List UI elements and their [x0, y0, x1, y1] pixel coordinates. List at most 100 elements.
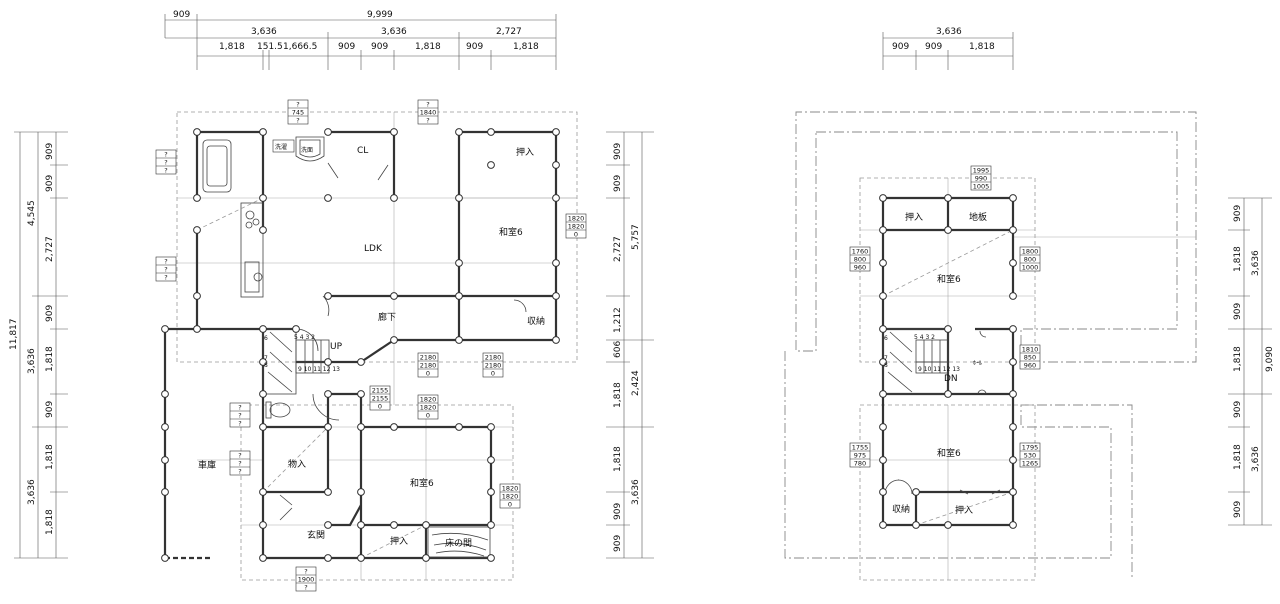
label-f2-shuno: 収納 — [892, 503, 910, 515]
post — [487, 554, 495, 562]
label-tokonoma: 床の間 — [445, 537, 472, 549]
post — [1009, 456, 1017, 464]
dim-top-row3-3: 1,666.5 — [283, 42, 317, 52]
dim-left-in-7: 1,818 — [45, 444, 55, 470]
label-up: UP — [330, 342, 343, 352]
size-box-value: ? — [296, 117, 299, 125]
dim-mid1-5: 606 — [613, 341, 623, 358]
dim-mid1-1: 909 — [613, 143, 623, 160]
post — [161, 488, 169, 496]
dim-top-row2-1: 3,636 — [251, 27, 277, 37]
post — [259, 358, 267, 366]
size-box-value: ? — [238, 460, 241, 468]
size-box — [417, 352, 439, 378]
post — [357, 521, 365, 529]
size-box-value: 1795 — [1022, 444, 1039, 452]
size-box-value: ? — [304, 568, 307, 576]
size-box-value: 1900 — [298, 576, 315, 584]
size-box-value: ? — [238, 468, 241, 476]
size-box-value: 850 — [1024, 354, 1036, 362]
size-box-value: ? — [164, 266, 167, 274]
size-box — [295, 566, 317, 592]
post — [879, 259, 887, 267]
dim-left-mid-3: 3,636 — [27, 479, 37, 505]
post — [912, 521, 920, 529]
dim-top-right-1: 909 — [892, 42, 909, 52]
size-box-value: 1005 — [973, 183, 990, 191]
post — [879, 194, 887, 202]
post — [259, 194, 267, 202]
dim-top-909: 909 — [173, 10, 190, 20]
post — [161, 325, 169, 333]
post — [324, 423, 332, 431]
size-box — [1019, 442, 1041, 468]
post — [324, 488, 332, 496]
post — [487, 456, 495, 464]
size-box-value: 530 — [1024, 452, 1036, 460]
post — [879, 456, 887, 464]
size-box-value: 1820 — [420, 404, 437, 412]
dim-right1-7: 909 — [1233, 501, 1243, 518]
size-box-value: ? — [304, 584, 307, 592]
post — [879, 358, 887, 366]
size-box-value: 1810 — [1022, 346, 1039, 354]
post — [1009, 358, 1017, 366]
post — [944, 226, 952, 234]
post — [455, 259, 463, 267]
size-box-value: 2180 — [485, 354, 502, 362]
second-floor-posts — [879, 194, 1017, 529]
post — [259, 554, 267, 562]
dim-top-row3-1: 1,818 — [219, 42, 245, 52]
label-f2-oshiire2: 押入 — [955, 504, 973, 516]
label-ldk: LDK — [364, 244, 383, 254]
size-box — [155, 149, 177, 175]
dim-left-in-6: 909 — [45, 401, 55, 418]
post — [944, 390, 952, 398]
post — [487, 423, 495, 431]
post — [487, 128, 495, 136]
post — [357, 554, 365, 562]
dim-top-row3-7: 909 — [466, 42, 483, 52]
post — [1009, 292, 1017, 300]
size-box-value: 1840 — [420, 109, 437, 117]
size-box-value: 1820 — [568, 215, 585, 223]
post — [422, 521, 430, 529]
post — [292, 325, 300, 333]
dim-top-right-total: 3,636 — [936, 27, 962, 37]
dim-left-in-5: 1,818 — [45, 346, 55, 372]
stair-left1-f1: 6 — [264, 335, 268, 342]
dim-top-row3-2: 151.5 — [257, 42, 283, 52]
top-right-dimension-lines — [882, 32, 1014, 70]
stair-left3-f2: 8 — [884, 362, 888, 369]
post — [1009, 226, 1017, 234]
size-box — [1019, 344, 1041, 370]
dim-left-outer: 11,817 — [9, 319, 19, 351]
size-box-value: 0 — [426, 412, 430, 420]
window-size-boxes: ?745??1840???????18201820021802180021802… — [155, 99, 1041, 592]
size-box-value: 2155 — [372, 387, 389, 395]
stair-bottom-f1: 9 10 11 12 13 — [298, 366, 340, 373]
post — [1009, 521, 1017, 529]
size-box-value: ? — [164, 274, 167, 282]
size-box-value: 1820 — [502, 485, 519, 493]
label-cl: CL — [357, 146, 368, 156]
size-box-value: ? — [238, 452, 241, 460]
dim-top-row3-4: 909 — [338, 42, 355, 52]
size-box-value: 1755 — [852, 444, 869, 452]
post — [324, 521, 332, 529]
post — [161, 456, 169, 464]
first-floor-room-labels: 洗濯 洗面 CL 押入 LDK 和室6 廊下 収納 UP 車庫 物入 和室6 玄… — [198, 139, 545, 549]
dim-right2-1: 3,636 — [1251, 250, 1261, 276]
post — [259, 325, 267, 333]
post — [879, 226, 887, 234]
post — [259, 226, 267, 234]
mid-dimension-texts: 909 909 2,727 1,212 606 1,818 1,818 909 … — [613, 143, 641, 552]
dim-top-right-2: 909 — [925, 42, 942, 52]
post — [324, 194, 332, 202]
top-dimension-lines — [164, 14, 557, 70]
post — [455, 194, 463, 202]
post — [390, 128, 398, 136]
post — [552, 336, 560, 344]
post — [357, 423, 365, 431]
post — [455, 128, 463, 136]
